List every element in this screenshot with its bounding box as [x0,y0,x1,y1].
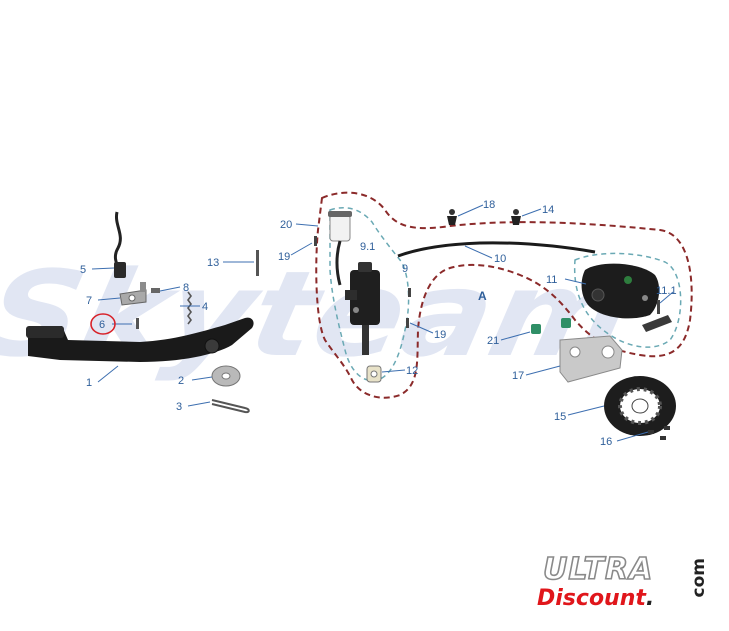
brake-pedal [26,317,254,362]
callout-12: 12 [406,365,418,377]
brake-pads [642,315,672,332]
callout-6: 6 [99,319,105,331]
leader-lines [91,204,674,442]
callout-17: 17 [512,370,524,382]
callout-19-right: 19 [434,329,446,341]
master-cylinder [328,211,380,355]
hose-outline-teal [329,207,410,382]
callout-5: 5 [80,264,86,276]
logo-com-text: com [689,558,709,598]
hose-clip-14 [511,209,521,225]
callout-21: 21 [487,335,499,347]
bolt-19a [314,236,317,246]
hose-outline-red [315,191,693,399]
washer [211,365,241,387]
callout-14: 14 [542,204,554,216]
brake-switch [113,211,126,278]
return-spring [187,291,192,325]
push-rod [256,250,259,276]
switch-bracket [119,282,147,306]
callout-15: 15 [554,411,566,423]
callout-13: 13 [207,257,219,269]
pin [136,318,139,329]
callout-2: 2 [178,375,184,387]
callout-1: 1 [86,377,92,389]
callout-11-1: 11.1 [656,285,677,297]
ultra-discount-logo: ULTRA Discount. com [537,551,709,622]
banjo-fitting [366,365,382,383]
logo-discount-word: Discount [537,586,646,611]
hose-clip-18 [447,209,457,225]
pad-pin [657,300,660,314]
callout-6-highlight-ring [90,313,116,335]
callout-19-left: 19 [278,251,290,263]
callout-18: 18 [483,199,495,211]
hose-outline-teal-caliper [573,252,682,348]
callout-16: 16 [600,436,612,448]
disc-bolts [648,426,670,440]
logo-discount-text: Discount. [537,586,654,611]
callout-3: 3 [176,401,182,413]
bolt-8 [151,288,160,293]
callout-9: 9 [402,263,408,275]
bolt-19b [406,318,409,328]
bleeder-caps [531,318,571,334]
callout-8: 8 [183,282,189,294]
callout-10: 10 [494,253,506,265]
callout-7: 7 [86,295,92,307]
region-label-a: A [478,289,487,303]
caliper-bracket [559,335,623,383]
callout-9-1: 9.1 [360,241,375,253]
brake-hose [397,241,596,258]
cotter-pin [211,399,250,414]
callout-4: 4 [202,301,208,313]
logo-ultra-text: ULTRA [542,551,654,588]
callout-11: 11 [546,274,557,286]
logo-dot: . [645,586,655,611]
brake-disc [604,376,676,436]
callout-20: 20 [280,219,292,231]
bolt-9 [408,288,411,297]
brake-caliper [581,263,660,319]
